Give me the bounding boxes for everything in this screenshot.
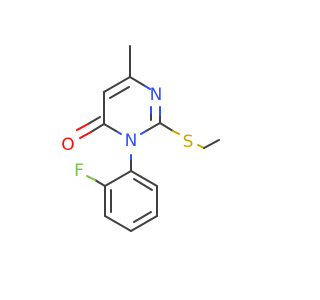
fluoro-bond-f [86,175,96,181]
bond-c6-n1-n [144,85,151,90]
thio-bond-s-ch3 [203,139,220,149]
bond-c2-n3 [145,122,161,132]
phenyl-bond-4 [104,215,132,232]
phenyl-bond-1 [130,170,158,187]
thio-bond-c2-s-s [172,130,180,135]
pyrimidinone-ring [103,76,161,135]
sulfur-label: S [183,132,194,152]
phenyl-double-2 [133,211,152,223]
fluorine-label: F [74,161,84,181]
phenyl-double-1 [133,178,153,191]
bond-c5-c6-double [109,86,130,99]
carbonyl-bond-a-o [79,131,92,139]
bond-n3-c4 [103,123,117,132]
phenyl-bond-6 [104,170,132,187]
thio-bond-s-ch3-s [197,144,205,149]
thio-bond-c2-s [159,122,174,132]
fluorophenyl-ring [104,170,158,232]
oxygen-label: O [61,135,74,155]
molecule-structure: O N N S F [61,45,220,232]
nitrogen-top-label: N [150,85,163,105]
phenyl-bond-3 [130,215,158,232]
bond-c2-n3-n [140,130,147,135]
fluoro-bond [94,179,106,187]
thiomethyl-group [159,122,220,149]
bond-c6-n1 [129,76,146,87]
carbonyl-bond-b-o [76,123,89,131]
carbonyl-bond-b [87,116,101,125]
carbonyl-group [76,116,105,139]
bond-c5-c6 [103,76,131,93]
nitrogen-ring-label: N [125,131,138,151]
carbonyl-bond-a [90,123,105,133]
